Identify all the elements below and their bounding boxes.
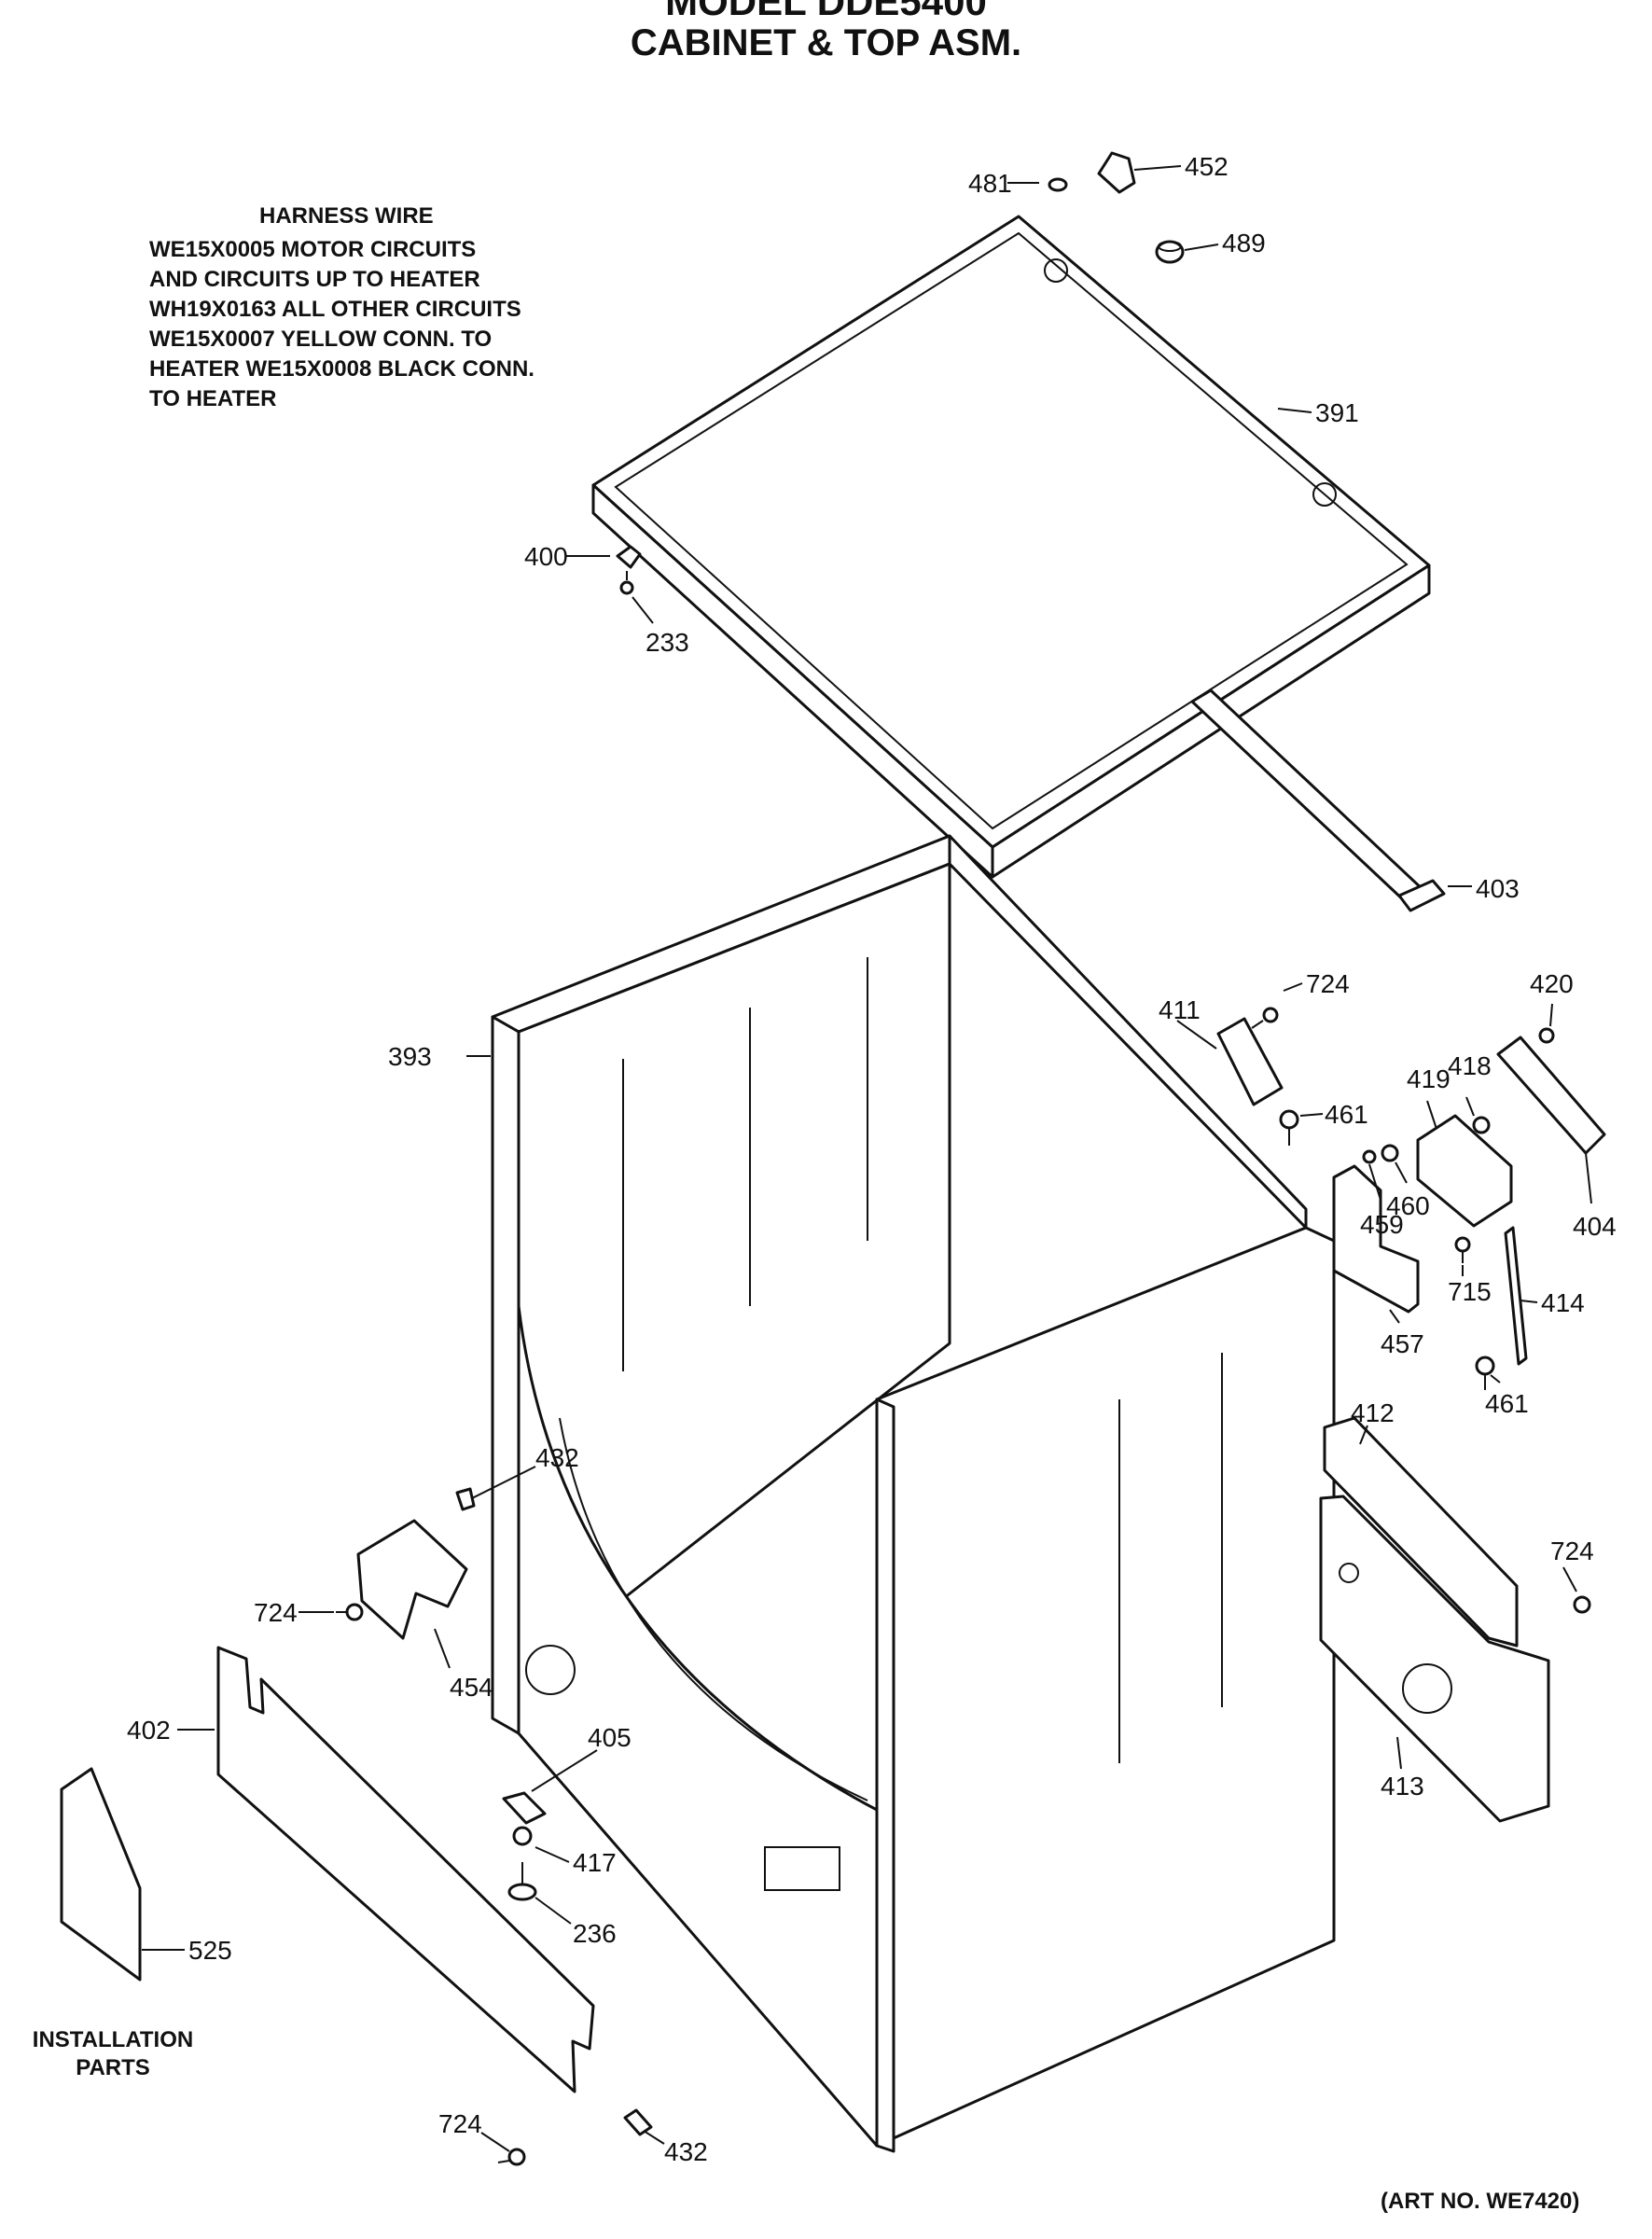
part-405-clip: [502, 1791, 547, 1825]
callout-391: 391: [1315, 398, 1359, 427]
callout-461: 461: [1485, 1389, 1529, 1418]
part-411-cover-plate: [1216, 1017, 1284, 1106]
callout-414: 414: [1541, 1288, 1585, 1317]
part-417-nut: [512, 1826, 533, 1846]
part-414-strap: [1504, 1226, 1528, 1366]
art-number: (ART NO. WE7420): [1381, 2189, 1580, 2214]
callout-404: 404: [1573, 1212, 1617, 1241]
callout-454: 454: [450, 1673, 493, 1702]
part-400-clip: [616, 545, 642, 569]
callout-460: 460: [1386, 1191, 1430, 1220]
part-724-screw-right: [1573, 1595, 1591, 1614]
part-418-nut: [1472, 1116, 1491, 1134]
callout-461: 461: [1325, 1100, 1368, 1129]
callout-432: 432: [664, 2137, 708, 2166]
callout-405: 405: [588, 1723, 632, 1752]
callout-715: 715: [1448, 1277, 1492, 1306]
part-432-clip: [455, 1487, 476, 1511]
callout-418: 418: [1448, 1051, 1492, 1080]
part-460-screw: [1381, 1144, 1399, 1162]
callout-413: 413: [1381, 1772, 1424, 1801]
top-panel: [591, 215, 1431, 879]
callout-labels: 481 452 489 391 400 233 403 393 724 411 …: [127, 152, 1617, 2166]
leader-lines: [142, 165, 1592, 2152]
part-489-bumper: [1155, 240, 1185, 264]
part-432-clip-bottom: [623, 2108, 653, 2136]
part-454-seal: [356, 1519, 468, 1640]
part-420-screw: [1538, 1027, 1555, 1044]
callout-403: 403: [1476, 874, 1520, 903]
part-525-bag: [60, 1767, 142, 1982]
part-404-bracket: [1496, 1036, 1606, 1155]
part-459-washer: [1362, 1149, 1377, 1164]
part-236-leg: [507, 1862, 537, 1901]
page-title: CABINET & TOP ASM.: [630, 22, 1022, 63]
model-title: MODEL DDE5400: [0, 0, 1652, 17]
part-457-bracket: [1332, 1164, 1420, 1314]
callout-724: 724: [438, 2109, 482, 2138]
callout-724: 724: [1550, 1537, 1594, 1565]
harness-note-title: HARNESS WIRE: [259, 203, 434, 229]
part-461-screw: [1279, 1109, 1299, 1146]
harness-note-line: TO HEATER: [149, 386, 277, 411]
installation-label-line: INSTALLATION: [32, 2027, 194, 2052]
harness-note-line: AND CIRCUITS UP TO HEATER: [149, 267, 480, 292]
callout-724: 724: [254, 1598, 298, 1627]
part-412-rail: [1323, 1416, 1519, 1648]
callout-459: 459: [1360, 1210, 1404, 1239]
callout-432: 432: [535, 1443, 579, 1472]
harness-note-line: WE15X0007 YELLOW CONN. TO: [149, 327, 493, 352]
harness-wire-note: HARNESS WIRE WE15X0005 MOTOR CIRCUITS AN…: [149, 202, 534, 414]
part-413-rear-panel: [1319, 1495, 1550, 1823]
harness-note-line: WE15X0005 MOTOR CIRCUITS: [149, 237, 477, 262]
part-461-screw-lower: [1475, 1356, 1495, 1390]
callout-481: 481: [968, 169, 1012, 198]
part-419-terminal-block: [1416, 1114, 1513, 1228]
callout-400: 400: [524, 542, 568, 571]
installation-label-line: PARTS: [76, 2055, 150, 2080]
callout-412: 412: [1351, 1398, 1395, 1427]
installation-parts-label: INSTALLATION PARTS: [24, 2026, 201, 2082]
callout-420: 420: [1530, 969, 1574, 998]
callout-489: 489: [1222, 229, 1266, 257]
harness-note-line: HEATER WE15X0008 BLACK CONN.: [149, 356, 534, 382]
part-724-screw-left: [336, 1603, 364, 1621]
callout-402: 402: [127, 1716, 171, 1745]
part-724-screw-bottom: [497, 2148, 526, 2166]
callout-233: 233: [646, 628, 689, 657]
callout-411: 411: [1159, 995, 1201, 1024]
harness-note-line: WH19X0163 ALL OTHER CIRCUITS: [149, 297, 521, 322]
part-724-screw: [1251, 1007, 1279, 1029]
callout-393: 393: [388, 1042, 432, 1071]
callout-724: 724: [1306, 969, 1350, 998]
callout-457: 457: [1381, 1329, 1424, 1358]
part-481-clip: [1048, 177, 1068, 192]
cabinet: [491, 834, 1336, 2153]
part-233-screw: [619, 571, 634, 595]
part-452-bracket: [1097, 151, 1136, 194]
callout-236: 236: [573, 1919, 617, 1948]
callout-417: 417: [573, 1848, 617, 1877]
part-402-toe-panel: [216, 1646, 595, 2093]
callout-419: 419: [1407, 1064, 1451, 1093]
part-715-screw: [1454, 1236, 1471, 1263]
callout-525: 525: [188, 1936, 232, 1965]
part-403-strip: [1190, 688, 1446, 912]
callout-452: 452: [1185, 152, 1229, 181]
